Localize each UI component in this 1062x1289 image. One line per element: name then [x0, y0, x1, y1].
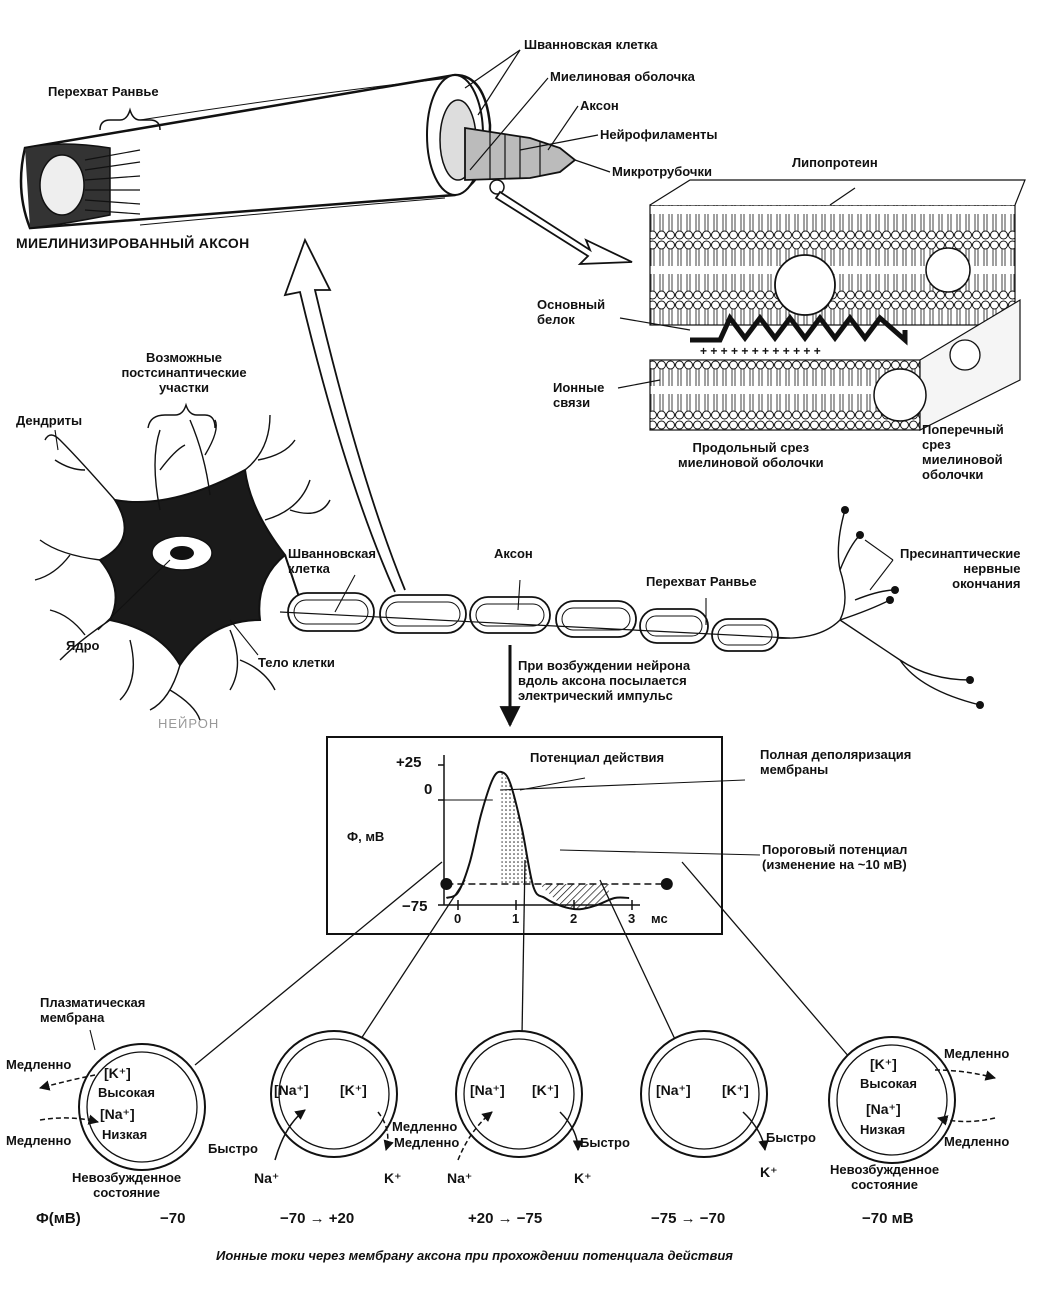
dendrites-label: Дендриты [16, 413, 83, 428]
cross-section-label: Поперечный срез миелиновой оболочки [922, 422, 1004, 482]
presynaptic-endings-label: Пресинаптические нервные окончания [900, 546, 1021, 591]
cell3-k-conc: [K⁺] [532, 1082, 559, 1098]
neuron-label: НЕЙРОН [158, 716, 220, 731]
nucleus-label: Ядро [66, 638, 100, 653]
cell1-in-label: Медленно [6, 1133, 72, 1148]
cell2-k-speed: Медленно [392, 1119, 458, 1134]
y-tick-0: 0 [424, 781, 433, 798]
cell3-na-ion: Na⁺ [447, 1170, 473, 1186]
schwann-cell-label-top: Шванновская клетка [524, 37, 658, 52]
cell4-k-conc: [K⁺] [722, 1082, 749, 1098]
cell1-na-level: Низкая [102, 1127, 148, 1142]
y-axis-label: Ф, мВ [347, 829, 385, 844]
longitudinal-section-label: Продольный срез миелиновой оболочки [678, 440, 824, 470]
cell1-k-level: Высокая [98, 1085, 155, 1100]
cell-circle-1 [78, 1043, 206, 1171]
schwann-cell-label-neuron: Шванновская клетка [288, 546, 376, 576]
y-tick-marks [438, 764, 444, 906]
x-tick-3: 3 [628, 911, 636, 926]
full-depolarization-label: Полная деполяризация мембраны [760, 747, 912, 777]
cell4-na-conc: [Na⁺] [656, 1082, 691, 1098]
cell5-out-label: Медленно [944, 1046, 1010, 1061]
x-tick-1: 1 [512, 911, 520, 926]
cell-circle-3 [455, 1030, 583, 1158]
microtubules-label: Микротрубочки [612, 164, 712, 179]
x-tick-2: 2 [570, 911, 578, 926]
cell-circle-4 [640, 1030, 768, 1158]
cell5-state-label: Невозбужденное состояние [830, 1162, 940, 1192]
phi-value-4: −75 → −70 [651, 1210, 726, 1227]
cell3-na-speed: Медленно [394, 1135, 460, 1150]
cell2-na-ion: Na⁺ [254, 1170, 280, 1186]
y-tick-minus75: −75 [402, 898, 428, 915]
cell-body-label: Тело клетки [258, 655, 335, 670]
phi-value-2: −70 → +20 [280, 1210, 355, 1227]
lipoprotein-label: Липопротеин [792, 155, 878, 170]
cell5-k-level: Высокая [860, 1076, 917, 1091]
cell4-k-ion: K⁺ [760, 1164, 778, 1180]
action-potential-curve [445, 770, 630, 911]
cell5-k-conc: [K⁺] [870, 1056, 897, 1072]
myelinated-axon-drawing [19, 49, 633, 265]
cell3-na-conc: [Na⁺] [470, 1082, 505, 1098]
phi-label: Ф(мВ) [36, 1210, 81, 1227]
cell-circle-5 [828, 1036, 956, 1164]
y-tick-plus25: +25 [396, 754, 422, 771]
ionic-bonds-label: Ионные связи [553, 380, 605, 410]
node-of-ranvier-label-neuron: Перехват Ранвье [646, 574, 757, 589]
action-potential-chart [326, 736, 761, 935]
cell1-state-label: Невозбужденное состояние [72, 1170, 182, 1200]
action-potential-curve-label: Потенциал действия [530, 750, 665, 765]
cell5-na-level: Низкая [860, 1122, 906, 1137]
cell3-k-speed: Быстро [580, 1135, 630, 1150]
x-unit-label: мс [651, 911, 668, 926]
cell3-k-ion: K⁺ [574, 1170, 592, 1186]
plasma-membrane-label: Плазматическая мембрана [40, 995, 146, 1025]
membrane-state-cells [38, 859, 997, 1171]
threshold-label: Пороговый потенциал (изменение на ~10 мВ… [762, 842, 908, 872]
myelin-sheath-label: Миелиновая оболочка [550, 69, 695, 84]
svg-text:+ + + + + + + + + + + +: + + + + + + + + + + + + [700, 344, 821, 358]
membrane-detail-drawing: + + + + + + + + + + + + [617, 179, 1026, 431]
axon-label-top: Аксон [580, 98, 619, 113]
neuron-drawing [34, 237, 984, 728]
phi-value-5: −70 мВ [862, 1210, 914, 1227]
basic-protein-label: Основный белок [537, 297, 606, 327]
cell1-k-conc: [K⁺] [104, 1065, 131, 1081]
neurofilaments-label: Нейрофиламенты [600, 127, 718, 142]
resting-point-end [660, 878, 673, 890]
myelinated-axon-title: МИЕЛИНИЗИРОВАННЫЙ АКСОН [16, 235, 250, 251]
cell2-k-conc: [K⁺] [340, 1082, 367, 1098]
phi-value-1: −70 [160, 1210, 186, 1227]
cell2-na-speed: Быстро [208, 1141, 258, 1156]
axon-label-neuron: Аксон [494, 546, 533, 561]
cell5-na-conc: [Na⁺] [866, 1101, 901, 1117]
x-tick-0: 0 [454, 911, 462, 926]
cell5-in-label: Медленно [944, 1134, 1010, 1149]
node-of-ranvier-label-top: Перехват Ранвье [48, 84, 159, 99]
depolarization-area [501, 772, 534, 884]
cell1-out-label: Медленно [6, 1057, 72, 1072]
cell-circle-2 [270, 1030, 398, 1158]
cell2-k-ion: K⁺ [384, 1170, 402, 1186]
phi-value-3: +20 → −75 [468, 1210, 543, 1227]
resting-point-start [440, 878, 453, 890]
impulse-note-label: При возбуждении нейрона вдоль аксона пос… [518, 658, 691, 703]
cell1-na-conc: [Na⁺] [100, 1106, 135, 1122]
cell4-k-speed: Быстро [766, 1130, 816, 1145]
postsynaptic-sites-label: Возможные постсинаптические участки [121, 350, 247, 395]
cell2-na-conc: [Na⁺] [274, 1082, 309, 1098]
figure-caption: Ионные токи через мембрану аксона при пр… [216, 1248, 733, 1263]
hyperpolarization-area [539, 884, 609, 910]
